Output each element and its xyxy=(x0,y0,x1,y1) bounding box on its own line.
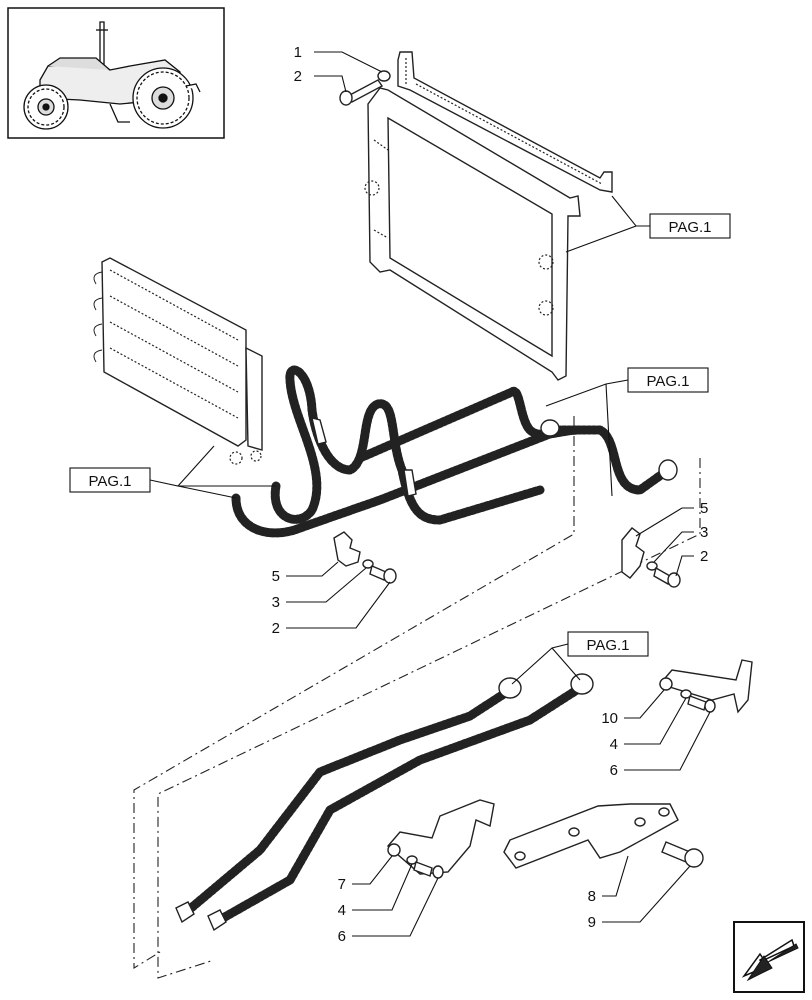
callout-1: 1 xyxy=(294,44,302,61)
callout-8: 8 xyxy=(588,888,596,905)
callout-6: 6 xyxy=(338,928,346,945)
callout-5: 5 xyxy=(272,568,280,585)
arrow-down-left-icon[interactable] xyxy=(733,921,805,993)
washer-1 xyxy=(377,70,391,82)
bolt-9 xyxy=(661,841,704,868)
assembly-line-2 xyxy=(157,458,701,979)
callout-4: 4 xyxy=(610,736,618,753)
ref-tag-middle-right: PAG.1 xyxy=(627,367,709,393)
callout-numbers: 1 2 5 3 2 5 3 2 10 4 6 7 4 6 8 9 xyxy=(272,44,709,945)
callout-2: 2 xyxy=(272,620,280,637)
assembly-line-1 xyxy=(133,416,575,969)
callout-7: 7 xyxy=(338,876,346,893)
lower-pipes xyxy=(175,673,594,932)
clip-5-left xyxy=(333,531,397,584)
tractor-thumbnail xyxy=(7,7,225,139)
ref-tag-lower: PAG.1 xyxy=(567,631,649,657)
clip-5-right xyxy=(621,527,681,588)
radiator-frame xyxy=(364,51,613,381)
svg-text:PAG.1: PAG.1 xyxy=(668,219,711,236)
callout-9: 9 xyxy=(588,914,596,931)
oil-cooler xyxy=(93,257,263,465)
tractor-icon xyxy=(23,21,201,130)
svg-text:PAG.1: PAG.1 xyxy=(646,373,689,390)
callout-2: 2 xyxy=(294,68,302,85)
ref-tag-top-right: PAG.1 xyxy=(649,213,731,239)
leader-lines xyxy=(149,51,711,937)
callout-6: 6 xyxy=(610,762,618,779)
bracket-10 xyxy=(658,659,753,714)
ref-tag-left: PAG.1 xyxy=(69,467,151,493)
bracket-7 xyxy=(387,799,495,879)
oil-hoses xyxy=(231,365,678,538)
callout-2: 2 xyxy=(700,548,708,565)
callout-3: 3 xyxy=(700,524,708,541)
callout-3: 3 xyxy=(272,594,280,611)
plate-8 xyxy=(503,803,679,869)
callout-5: 5 xyxy=(700,500,708,517)
svg-text:PAG.1: PAG.1 xyxy=(586,637,629,654)
svg-text:PAG.1: PAG.1 xyxy=(88,473,131,490)
callout-10: 10 xyxy=(601,710,618,727)
callout-4: 4 xyxy=(338,902,346,919)
